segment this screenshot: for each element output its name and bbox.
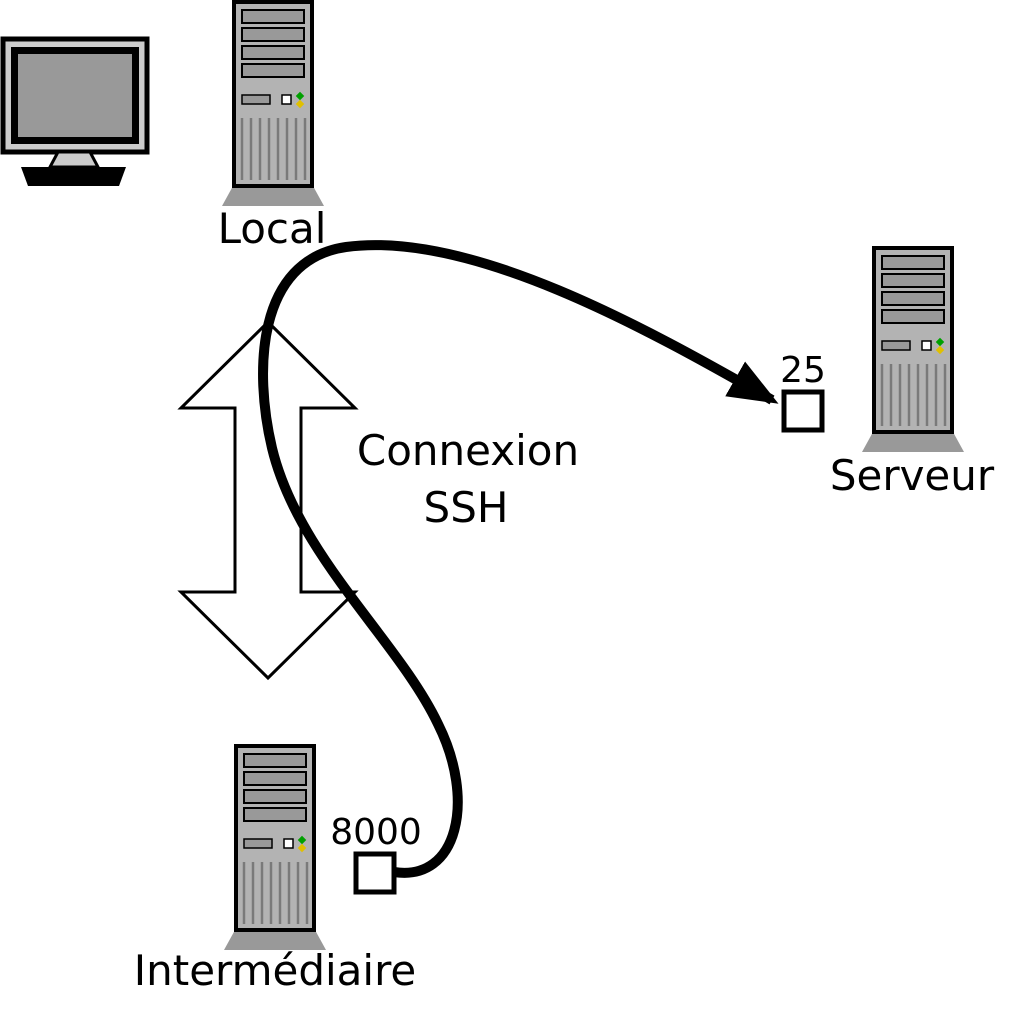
monitor-icon	[0, 36, 150, 186]
tunnel-curve-arrow	[258, 240, 779, 878]
ssh-connection-label-line1: Connexion	[357, 426, 579, 475]
intermediate-computer-icon	[222, 744, 328, 950]
server-icon	[860, 246, 966, 452]
port-25-box	[781, 389, 825, 433]
server-label: Serveur	[830, 451, 995, 500]
intermediate-label: Intermédiaire	[134, 946, 417, 995]
port-8000-label: 8000	[330, 812, 422, 853]
local-label: Local	[218, 204, 327, 253]
local-computer-icon	[220, 0, 326, 206]
ssh-connection-label-line2: SSH	[424, 483, 509, 532]
port-8000-box	[353, 851, 397, 895]
ssh-double-arrow-icon	[177, 319, 359, 681]
port-25-label: 25	[780, 350, 826, 391]
